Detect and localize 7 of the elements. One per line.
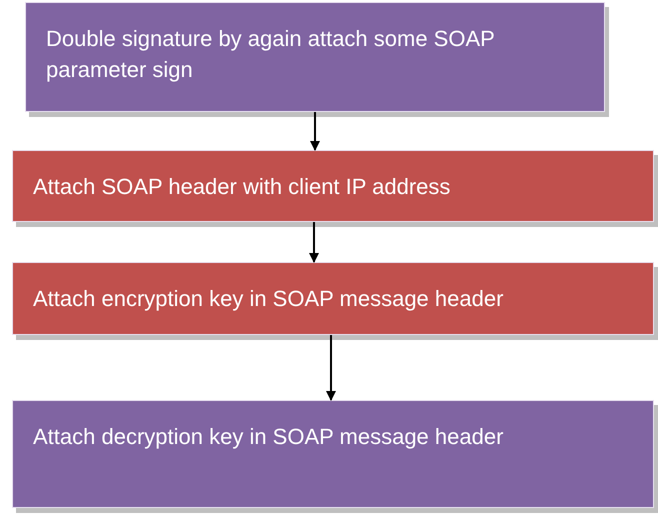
arrow — [309, 222, 319, 263]
box-label: Attach SOAP header with client IP address — [33, 172, 452, 200]
box-label: Attach encryption key in SOAP message header — [33, 285, 504, 313]
arrow — [310, 112, 320, 151]
box-label: Attach decryption key in SOAP message header — [33, 423, 504, 451]
box-label: Double signature by again attach some SOAP parameter sign — [46, 25, 496, 84]
arrow — [326, 335, 336, 401]
